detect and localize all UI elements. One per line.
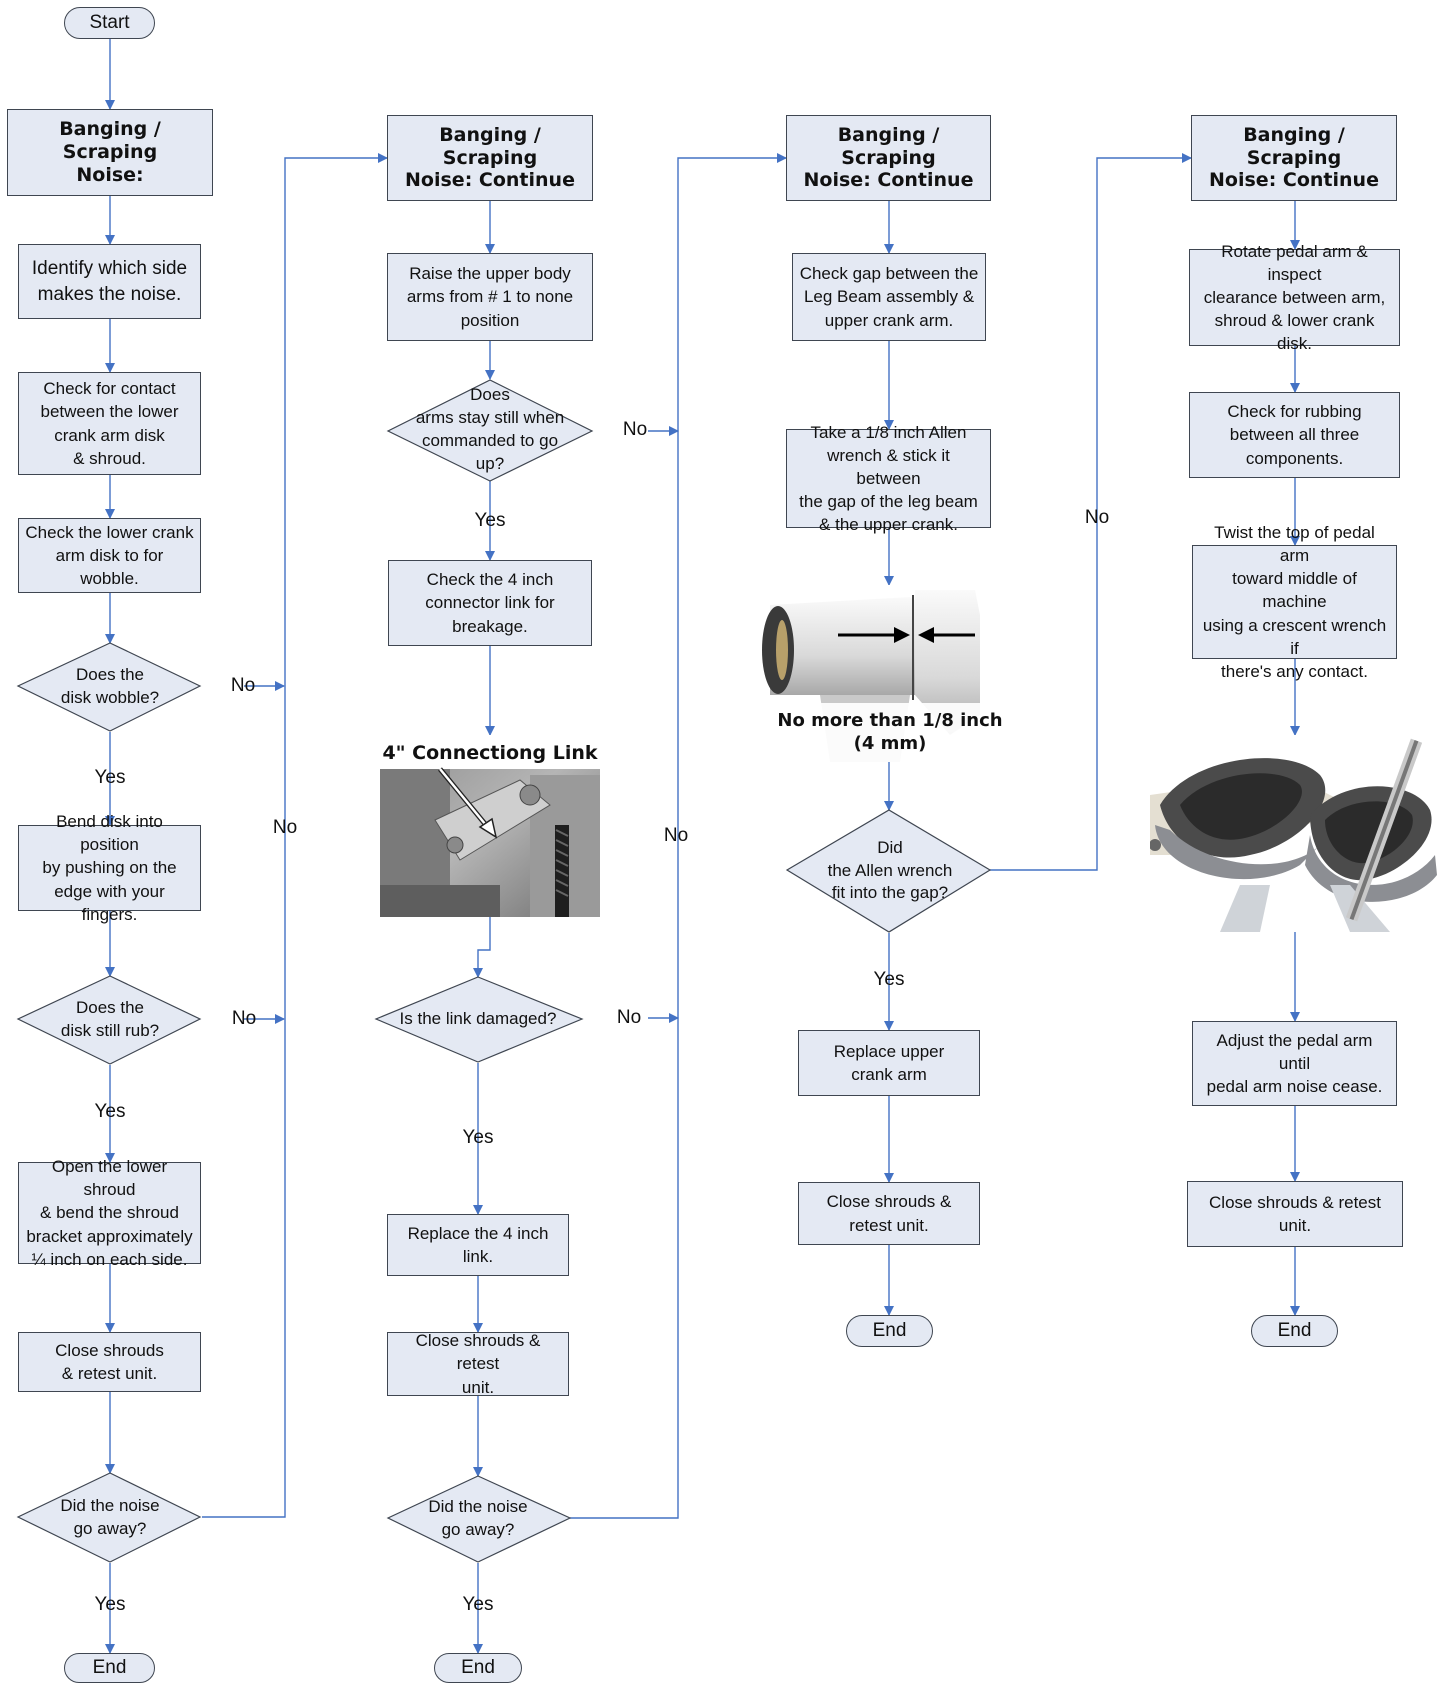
label-link-yes: Yes xyxy=(462,1127,494,1148)
label-wobble-no: No xyxy=(230,675,256,696)
step-bend-disk: Bend disk into position by pushing on th… xyxy=(18,812,201,924)
step-close-shrouds-2: Close shrouds & retest unit. xyxy=(387,1331,569,1397)
conn-c2-noise-no xyxy=(570,153,787,1519)
step-rotate-pedal: Rotate pedal arm & inspect clearance bet… xyxy=(1189,242,1400,353)
label-rub-yes: Yes xyxy=(94,1101,126,1122)
connecting-link-caption: 4" Connectiong Link xyxy=(382,742,598,764)
label-fit-no: No xyxy=(1084,507,1110,528)
step-raise-arms: Raise the upper body arms from # 1 to no… xyxy=(387,253,593,341)
end-terminal-2: End xyxy=(434,1653,522,1683)
decision-noise-1: Did the noise go away? xyxy=(60,1496,160,1538)
label-fit-yes: Yes xyxy=(873,969,905,990)
step-identify-side: Identify which side makes the noise. xyxy=(18,244,201,319)
decision-disk-wobble: Does the disk wobble? xyxy=(60,665,160,707)
start-terminal: Start xyxy=(64,7,155,39)
step-check-gap: Check gap between the Leg Beam assembly … xyxy=(792,253,986,341)
header-continue-3: Banging / Scraping Noise: Continue xyxy=(786,115,991,201)
decision-shape-arms xyxy=(386,379,594,482)
end-terminal-3: End xyxy=(846,1315,933,1347)
decision-shape-noise-2 xyxy=(386,1475,572,1563)
leg-beam-gap-photo: No more than 1/8 inch (4 mm) xyxy=(760,585,1020,762)
step-adjust-pedal: Adjust the pedal arm until pedal arm noi… xyxy=(1192,1021,1397,1106)
step-close-shrouds-1: Close shrouds & retest unit. xyxy=(18,1332,201,1392)
step-replace-link: Replace the 4 inch link. xyxy=(387,1214,569,1276)
gap-caption: No more than 1/8 inch (4 mm) xyxy=(777,710,1003,755)
label-c2-noise-no: No xyxy=(663,825,689,846)
label-wobble-yes: Yes xyxy=(94,767,126,788)
decision-shape-fit xyxy=(785,809,992,933)
decision-allen-fit: Did the Allen wrench fit into the gap? xyxy=(827,837,953,903)
step-check-contact: Check for contact between the lower cran… xyxy=(18,372,201,475)
header-continue-4: Banging / Scraping Noise: Continue xyxy=(1191,115,1397,201)
label-rub-no: No xyxy=(231,1008,257,1029)
decision-shape-wobble xyxy=(16,642,202,732)
step-open-shroud: Open the lower shroud & bend the shroud … xyxy=(18,1157,201,1269)
label-c2-noise-yes: Yes xyxy=(462,1594,494,1615)
header-banging-scraping: Banging / Scraping Noise: xyxy=(7,109,213,196)
decision-arms-still: Does arms stay still when commanded to g… xyxy=(415,385,565,473)
conn-c2-5 xyxy=(473,917,491,978)
step-replace-crank: Replace upper crank arm xyxy=(798,1030,980,1096)
decision-shape-noise-1 xyxy=(16,1472,202,1563)
conn-c1-noise-no xyxy=(202,153,388,1518)
label-c1-noise-no: No xyxy=(272,817,298,838)
label-arms-no: No xyxy=(622,419,648,440)
decision-noise-2: Did the noise go away? xyxy=(428,1497,528,1539)
step-allen-wrench: Take a 1/8 inch Allen wrench & stick it … xyxy=(786,423,991,534)
step-close-shrouds-3: Close shrouds & retest unit. xyxy=(798,1182,980,1245)
header-continue-2: Banging / Scraping Noise: Continue xyxy=(387,115,593,201)
step-close-shrouds-4: Close shrouds & retest unit. xyxy=(1187,1181,1403,1247)
pedal-arm-photo xyxy=(1150,735,1437,932)
end-terminal-1: End xyxy=(64,1653,155,1683)
decision-link-damaged: Is the link damaged? xyxy=(399,1008,557,1028)
step-check-rubbing: Check for rubbing between all three comp… xyxy=(1189,392,1400,478)
end-terminal-4: End xyxy=(1251,1315,1338,1347)
decision-shape-link xyxy=(374,976,584,1063)
label-arms-yes: Yes xyxy=(474,510,506,531)
step-twist-pedal: Twist the top of pedal arm toward middle… xyxy=(1192,523,1397,681)
label-c1-noise-yes: Yes xyxy=(94,1594,126,1615)
connecting-link-photo: 4" Connectiong Link xyxy=(380,735,600,917)
decision-shape-rub xyxy=(16,975,202,1065)
label-link-no: No xyxy=(616,1007,642,1028)
decision-disk-rub: Does the disk still rub? xyxy=(60,998,160,1040)
step-check-wobble: Check the lower crank arm disk to for wo… xyxy=(18,518,201,593)
step-check-link: Check the 4 inch connector link for brea… xyxy=(388,560,592,646)
conn-c3-fit-no xyxy=(990,153,1192,871)
